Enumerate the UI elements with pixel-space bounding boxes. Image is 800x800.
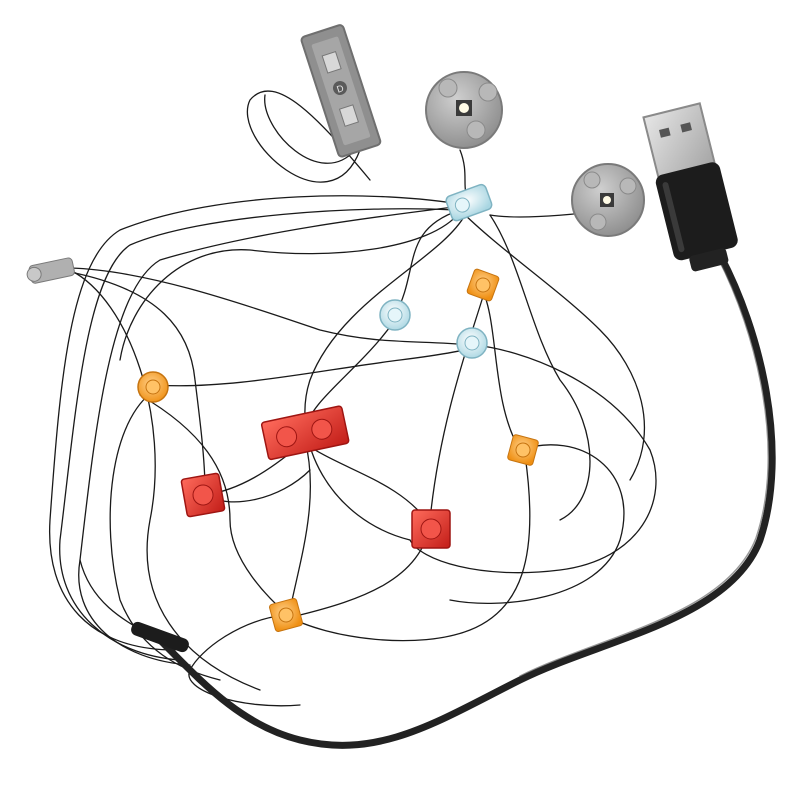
led-strip-icon: D <box>300 24 382 158</box>
orange-stud-icon <box>269 598 303 632</box>
red-brick-icon <box>180 472 226 518</box>
orange-stud-icon <box>466 268 500 302</box>
orange-stud-icon <box>507 434 539 466</box>
red-brick-icon <box>411 509 451 549</box>
red-brick-icon <box>260 405 350 461</box>
round-led-plate-icon <box>571 163 645 237</box>
wire-bundle <box>48 90 657 707</box>
clear-stud-icon <box>445 183 493 222</box>
round-led-plate-icon <box>425 71 503 149</box>
usb-plug-icon <box>642 102 738 272</box>
usb-cable <box>79 251 776 749</box>
wire-connector-icon <box>26 257 75 284</box>
svg-text:D: D <box>336 84 346 96</box>
clear-stud-icon <box>456 327 488 359</box>
orange-stud-icon <box>137 371 169 403</box>
clear-stud-icon <box>379 299 411 331</box>
